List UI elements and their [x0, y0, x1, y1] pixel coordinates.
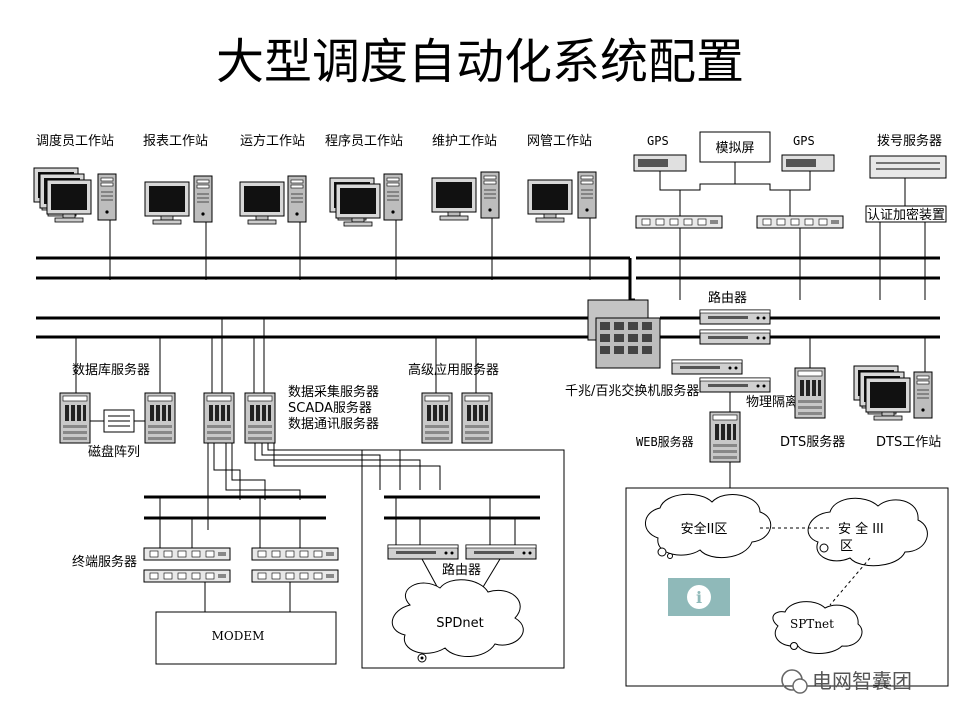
spdnet-label: SPDnet: [436, 616, 483, 631]
main-bus-right: [628, 256, 940, 339]
gps-links: [659, 162, 811, 216]
isolation-device-1: [671, 359, 743, 375]
switch-server: [587, 299, 661, 369]
hub-top-right: [756, 215, 844, 229]
terminal-server-1: [143, 547, 231, 561]
auth-device-box: [865, 205, 947, 223]
terminal-bus: [144, 495, 326, 520]
router-bottom-1: [387, 544, 459, 560]
modem-box: [155, 611, 337, 665]
web-server-label: WEB服务器: [636, 434, 694, 449]
database-server-1: [59, 392, 91, 444]
main-bus-left: [36, 256, 630, 339]
web-server: [709, 411, 741, 463]
ws-label-report: 报表工作站: [143, 134, 208, 149]
data-comm-server-label: 数据通讯服务器: [288, 416, 379, 432]
maintenance-workstation: [431, 171, 500, 221]
router-top-2: [699, 329, 771, 345]
dts-server: [794, 367, 826, 419]
programmer-workstation: [329, 173, 403, 227]
ws-label-operation: 运方工作站: [240, 133, 305, 149]
dts-drop-lines: [809, 337, 926, 372]
security-zone-frame: [625, 487, 949, 687]
advanced-app-server-label: 高级应用服务器: [408, 362, 499, 378]
gps-left-label: GPS: [647, 134, 669, 148]
dts-workstation: [853, 365, 933, 421]
disk-array-label: 磁盘阵列: [88, 444, 140, 460]
terminal-server-2: [143, 569, 231, 583]
sptnet-cloud: [772, 601, 863, 654]
scada-server-label: SCADA服务器: [288, 400, 372, 416]
modem-label: MODEM: [212, 629, 265, 643]
simulation-screen-label: 模拟屏: [715, 141, 754, 156]
router-bottom-2: [465, 544, 537, 560]
dts-server-label: DTS服务器: [780, 434, 845, 450]
sptnet-label: SPTnet: [790, 617, 834, 631]
zone3-label-line1: 安 全 III: [838, 521, 884, 537]
physical-isolation-label: 物理隔离: [746, 394, 798, 410]
server-drop-lines: [75, 318, 477, 395]
operation-workstation: [239, 175, 307, 225]
terminal-server-label: 终端服务器: [72, 554, 137, 570]
watermark-text: 电网智囊团: [812, 669, 912, 693]
terminal-server-3: [251, 547, 339, 561]
dts-workstation-label: DTS工作站: [876, 435, 941, 450]
zone3-label-line2: 区: [840, 539, 853, 554]
hub-top-left: [635, 215, 723, 229]
dialup-server-device: [869, 155, 947, 179]
disk-array: [103, 409, 135, 433]
dialup-server-label: 拨号服务器: [877, 133, 942, 149]
isolation-device-2: [699, 377, 771, 393]
gps-right-label: GPS: [793, 134, 815, 148]
zone2-cloud: [645, 493, 772, 559]
auth-drop-lines: [679, 222, 926, 300]
ws-label-maintenance: 维护工作站: [432, 134, 497, 149]
terminal-server-4: [251, 569, 339, 583]
terminal-drops: [159, 497, 301, 612]
acq-links: [207, 443, 441, 530]
router-top-label: 路由器: [708, 290, 747, 306]
report-workstation: [144, 175, 213, 225]
netmgmt-workstation: [527, 171, 597, 223]
ws-drop-lines: [109, 218, 591, 280]
advanced-app-server-1: [421, 392, 453, 444]
ws-label-netmgmt: 网管工作站: [527, 134, 592, 149]
security-dotted-links: [760, 527, 871, 606]
data-acq-server-2: [244, 392, 276, 444]
info-icon-glyph: i: [696, 588, 702, 607]
page-title: 大型调度自动化系统配置: [216, 34, 744, 90]
spdnet-cloud: [392, 579, 524, 658]
ws-label-programmer: 程序员工作站: [325, 134, 403, 149]
router-bottom-label: 路由器: [442, 562, 481, 578]
router-bus: [384, 495, 540, 520]
wechat-icon: [781, 669, 808, 694]
router-network-frame: [361, 449, 565, 669]
info-icon[interactable]: [687, 585, 711, 609]
database-server-2: [144, 392, 176, 444]
zone3-cloud: [807, 497, 928, 567]
router-top-1: [699, 309, 771, 325]
database-server-label: 数据库服务器: [72, 362, 150, 378]
zone2-label: 安全II区: [681, 521, 728, 537]
data-acq-server-1: [203, 392, 235, 444]
switch-label: 千兆/百兆交换机服务器: [565, 383, 699, 399]
auth-device-label: 认证加密装置: [867, 207, 945, 223]
ws-label-dispatcher: 调度员工作站: [36, 133, 114, 149]
advanced-app-server-2: [461, 392, 493, 444]
data-acq-server-label: 数据采集服务器: [288, 384, 379, 400]
dispatcher-workstation: [33, 167, 117, 223]
